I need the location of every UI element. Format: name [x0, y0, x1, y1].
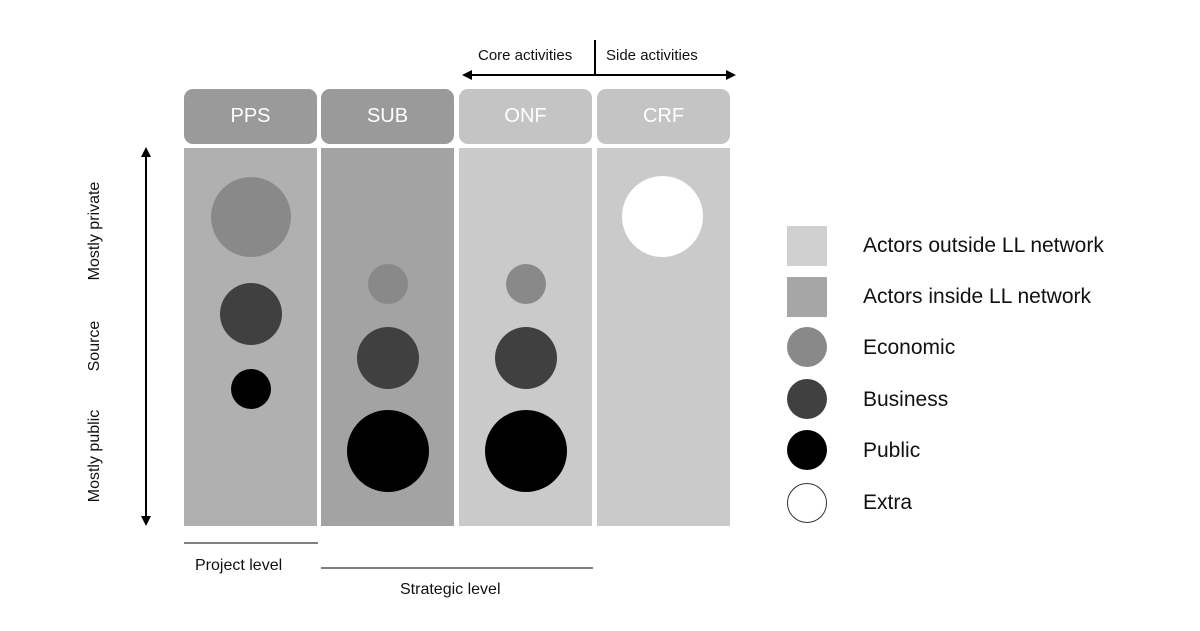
column-onf [459, 148, 592, 526]
legend-swatch-business [787, 379, 827, 419]
legend-label-outside: Actors outside LL network [863, 234, 1104, 257]
legend-swatch-public [787, 430, 827, 470]
legend-label-inside: Actors inside LL network [863, 285, 1091, 308]
business-circle [220, 283, 282, 345]
header-sub: SUB [321, 89, 454, 144]
axis-mostly-private: Mostly private [86, 181, 103, 281]
level-lines [184, 542, 593, 569]
public-circle [485, 410, 567, 492]
column-crf [597, 148, 730, 526]
column-pps [184, 148, 317, 526]
business-circle [495, 327, 557, 389]
legend-label-public: Public [863, 439, 921, 462]
legend-swatch-extra [787, 483, 827, 523]
public-circle [347, 410, 429, 492]
header-pps: PPS [184, 89, 317, 144]
economic-circle [211, 177, 291, 257]
economic-circle [506, 264, 546, 304]
vertical-axis-arrow [141, 147, 151, 526]
business-circle [357, 327, 419, 389]
project-level-label: Project level [195, 557, 283, 574]
economic-circle [368, 264, 408, 304]
legend-swatch-inside [787, 277, 827, 317]
legend-label-economic: Economic [863, 336, 956, 359]
axis-source: Source [86, 320, 103, 372]
public-circle [231, 369, 271, 409]
legend-label-business: Business [863, 388, 949, 411]
activity-arrow-svg [462, 40, 736, 80]
legend-swatch-economic [787, 327, 827, 367]
core-activities-label: Core activities [478, 47, 573, 64]
column-sub [321, 148, 454, 526]
header-onf: ONF [459, 89, 592, 144]
extra-circle [622, 176, 703, 257]
legend-label-extra: Extra [863, 491, 913, 514]
legend-swatch-outside [787, 226, 827, 266]
axis-mostly-public: Mostly public [86, 409, 103, 503]
header-crf: CRF [597, 89, 730, 144]
strategic-level-label: Strategic level [400, 581, 501, 598]
side-activities-label: Side activities [606, 47, 698, 64]
